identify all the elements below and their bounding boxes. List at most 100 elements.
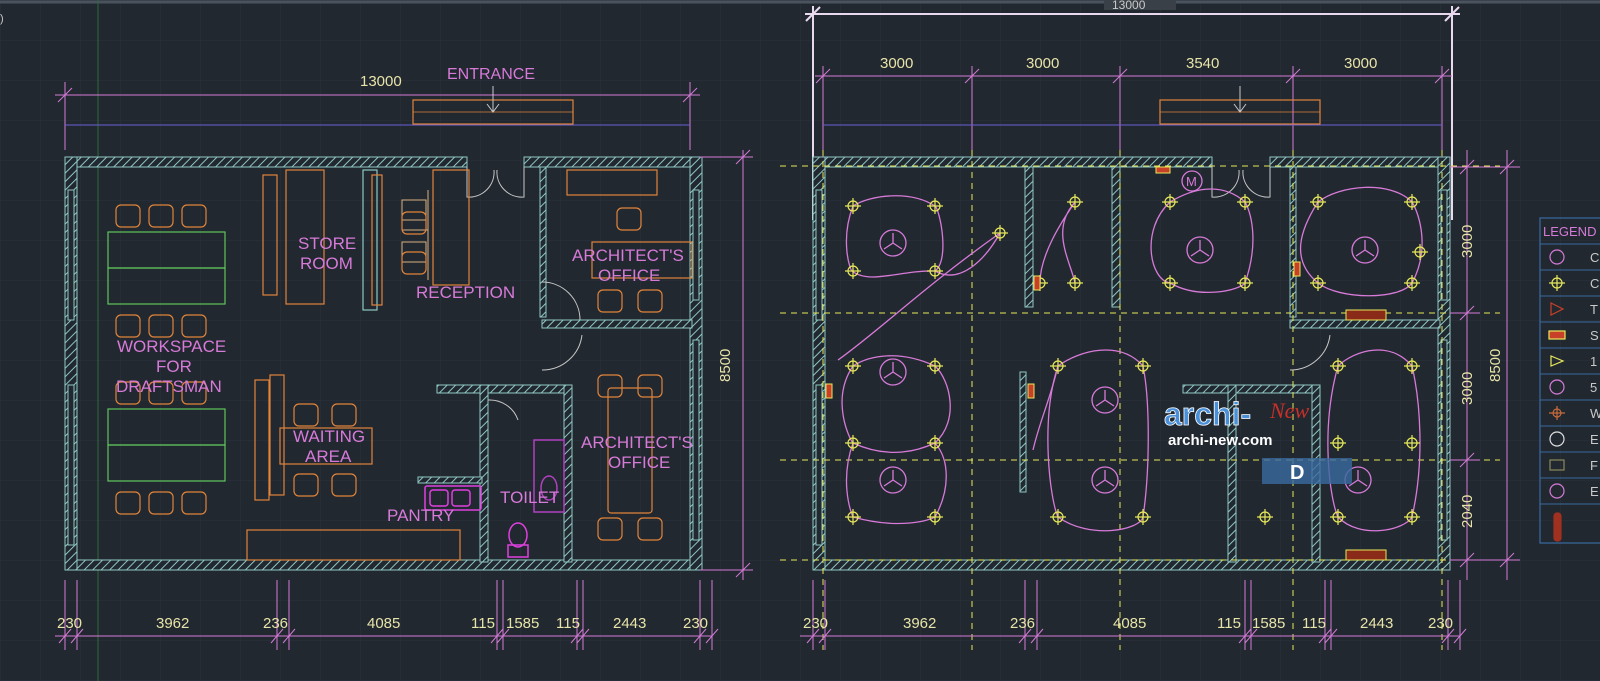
bottom-dimension-label: 115: [1217, 615, 1241, 632]
chair: [181, 491, 207, 515]
chair: [597, 289, 623, 313]
architect-office-top-line1: ARCHITECT'S: [572, 246, 684, 265]
pantry-label: PANTRY: [387, 506, 454, 525]
meter-label: M: [1186, 174, 1197, 189]
chair: [597, 517, 623, 541]
downlight-icon: [845, 435, 861, 451]
chair: [331, 473, 357, 497]
watermark: archi- New archi-new.com D: [1164, 396, 1352, 484]
legend-panel: LEGEND: [1539, 217, 1600, 544]
legend-symbol-icon: [1548, 330, 1566, 340]
chair: [148, 314, 174, 338]
downlight-icon: [1404, 194, 1420, 210]
ceiling-fan-icon: [879, 229, 907, 257]
bottom-dimension-label: 230: [803, 615, 828, 632]
downlight-icon: [1412, 244, 1428, 260]
downlight-icon: [927, 509, 943, 525]
downlight-icon: [927, 263, 943, 279]
bottom-dimension-label: 4085: [1113, 615, 1146, 632]
watermark-brand-script: New: [1269, 398, 1309, 423]
chair: [637, 517, 663, 541]
downlight-icon: [845, 198, 861, 214]
legend-row-label: F: [1590, 458, 1598, 473]
bottom-dimension-chain-right: [800, 580, 1467, 650]
chair: [597, 374, 623, 398]
downlight-icon: [1404, 358, 1420, 374]
legend-symbol-icon: [1550, 355, 1565, 367]
draftsman-desks: [107, 231, 226, 482]
legend-symbol-icon: [1549, 379, 1565, 395]
waiting-area-line1: WAITING: [293, 427, 365, 446]
chair: [616, 207, 642, 231]
ceiling-fan-icon: [879, 466, 907, 494]
store-room-label-line2: ROOM: [300, 254, 353, 273]
downlight-icon: [1404, 435, 1420, 451]
legend-row-label: 1: [1590, 354, 1597, 369]
top-dim-1: 3000: [880, 55, 913, 72]
overall-width-right-label-bg: [1104, 0, 1176, 10]
watermark-brand: archi-: [1164, 396, 1251, 432]
legend-symbol-icon: [1553, 512, 1562, 542]
architect-office-bottom-line2: OFFICE: [608, 453, 670, 472]
ceiling-fan-icon: [1186, 236, 1214, 264]
overall-width-label: 13000: [360, 73, 402, 90]
store-room-shelving: [246, 169, 693, 561]
legend-row-label: 5: [1590, 380, 1597, 395]
ceiling-fan-icon: [1091, 386, 1119, 414]
legend-symbol-icon: [1549, 406, 1565, 420]
workspace-label-line3: DRAFTSMAN: [116, 377, 222, 396]
toilet-label: TOILET: [500, 488, 559, 507]
downlight-icon: [1067, 275, 1083, 291]
legend-symbol-icon: [1549, 275, 1565, 291]
bottom-dimension-label: 230: [1428, 615, 1453, 632]
chair: [293, 473, 319, 497]
legend-row-label: T: [1590, 302, 1598, 317]
downlight-icon: [1310, 275, 1326, 291]
chair: [148, 381, 174, 405]
bottom-dimension-label: 2443: [1360, 615, 1393, 632]
bottom-dimension-label: 115: [1302, 615, 1326, 632]
architect-office-bottom-line1: ARCHITECT'S: [581, 433, 693, 452]
bottom-dimension-label: 1585: [1252, 615, 1285, 632]
downlight-icon: [1050, 509, 1066, 525]
bottom-dimension-label: 115: [471, 615, 495, 632]
chair: [293, 403, 319, 427]
right-dim-1: 3000: [1459, 225, 1476, 258]
chair: [148, 204, 174, 228]
height-dimension-label: 8500: [717, 349, 734, 382]
downlight-icon: [1067, 194, 1083, 210]
chair: [181, 314, 207, 338]
conference-table: [607, 387, 653, 514]
waiting-area-line2: AREA: [305, 447, 352, 466]
chair: [115, 381, 141, 405]
overall-width-dimension: [55, 82, 700, 150]
entrance-label: ENTRANCE: [447, 66, 535, 83]
door-swings: [466, 167, 583, 421]
downlight-icon: [1257, 509, 1273, 525]
legend-title: LEGEND: [1543, 224, 1596, 239]
corner-glyph: ): [0, 13, 4, 25]
chair: [181, 204, 207, 228]
legend-row-label: C: [1590, 276, 1599, 291]
meter-symbol: [1181, 170, 1203, 192]
entrance-arrow: [486, 86, 500, 113]
chair: [401, 251, 427, 275]
ceiling-fan-icon: [1351, 236, 1379, 264]
ceiling-fan-icon: [1091, 466, 1119, 494]
overall-width-right-label: 13000: [1112, 0, 1146, 12]
chair: [115, 204, 141, 228]
bottom-dimension-label: 230: [683, 615, 708, 632]
floor-plan-right: 13000 3000 3000 3540 3000: [780, 0, 1520, 650]
right-height-total: 8500: [1487, 349, 1504, 382]
downlight-icon: [845, 509, 861, 525]
exterior-walls-right: [812, 156, 1451, 571]
top-dim-4: 3000: [1344, 55, 1377, 72]
legend-row-label: W: [1590, 406, 1600, 421]
legend-symbol-icon: [1549, 459, 1565, 471]
bottom-dimension-label: 2443: [613, 615, 646, 632]
downlight-icon: [927, 435, 943, 451]
switches: [825, 166, 1387, 561]
height-dimension: [700, 149, 753, 580]
top-dim-2: 3000: [1026, 55, 1059, 72]
